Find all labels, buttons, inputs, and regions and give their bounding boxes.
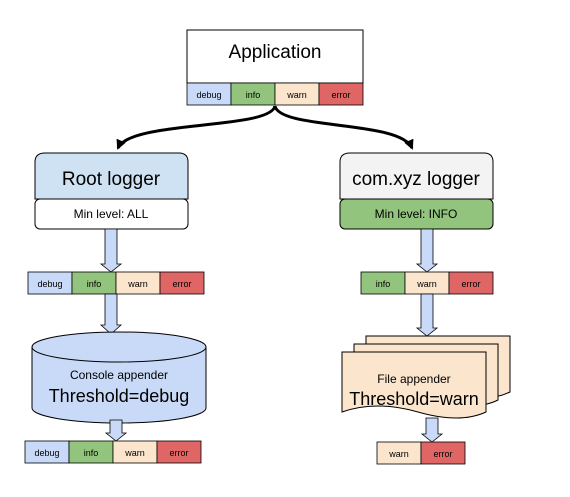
level-info-label: info — [87, 279, 102, 289]
xyz-logger-title: com.xyz logger — [352, 169, 480, 190]
level-warn-label: warn — [124, 448, 145, 458]
level-warn-label: warn — [286, 90, 307, 100]
level-debug-label: debug — [34, 448, 59, 458]
root-logger-min-level: Min level: ALL — [74, 207, 149, 221]
application-title: Application — [229, 42, 322, 63]
level-error-cell — [448, 271, 494, 295]
level-error-label: error — [331, 90, 350, 100]
file-output-levels: warn error — [376, 441, 466, 465]
application-levels: debug info warn error — [186, 82, 364, 106]
root-logger-down-arrow — [99, 228, 123, 273]
file-appender-name: File appender — [377, 372, 450, 386]
level-error-label: error — [461, 279, 480, 289]
level-warn-label: warn — [127, 279, 148, 289]
level-info-label: info — [246, 90, 261, 100]
console-output-levels: debug info warn error — [24, 440, 202, 464]
xyz-logger-node: com.xyz logger Min level: INFO — [339, 152, 494, 230]
root-logger-node: Root logger Min level: ALL — [34, 152, 189, 230]
root-logger-title: Root logger — [62, 169, 161, 190]
xyz-logger-down-arrow — [415, 228, 439, 273]
to-file-appender-arrow — [415, 293, 439, 337]
file-appender-threshold: Threshold=warn — [349, 389, 479, 409]
arrow-to-root-logger — [116, 105, 277, 150]
console-appender-name: Console appender — [70, 368, 168, 382]
level-error-label: error — [433, 449, 452, 459]
root-logger-levels: debug info warn error — [27, 271, 205, 295]
xyz-logger-min-level-box — [339, 198, 494, 230]
level-error-cell — [318, 82, 364, 106]
level-debug-label: debug — [37, 279, 62, 289]
file-output-arrow — [420, 417, 444, 443]
console-appender-node: Console appender Threshold=debug — [31, 331, 207, 424]
level-error-cell — [159, 271, 205, 295]
level-error-cell — [156, 440, 202, 464]
file-appender-node: File appender Threshold=warn — [341, 335, 511, 419]
application-node: Application debug info warn error — [186, 29, 364, 106]
arrow-to-xyz-logger — [273, 105, 414, 150]
xyz-logger-min-level: Min level: INFO — [375, 207, 458, 221]
console-appender-threshold: Threshold=debug — [49, 386, 190, 406]
level-info-label: info — [84, 448, 99, 458]
level-warn-label: warn — [416, 279, 437, 289]
level-debug-label: debug — [196, 90, 221, 100]
level-error-cell — [420, 441, 466, 465]
level-error-label: error — [169, 448, 188, 458]
level-error-label: error — [172, 279, 191, 289]
to-console-appender-arrow — [99, 293, 123, 335]
level-info-label: info — [376, 279, 391, 289]
xyz-logger-levels: info warn error — [360, 271, 494, 295]
console-output-arrow — [104, 419, 128, 442]
level-warn-label: warn — [388, 449, 409, 459]
file-page-front — [341, 351, 487, 419]
